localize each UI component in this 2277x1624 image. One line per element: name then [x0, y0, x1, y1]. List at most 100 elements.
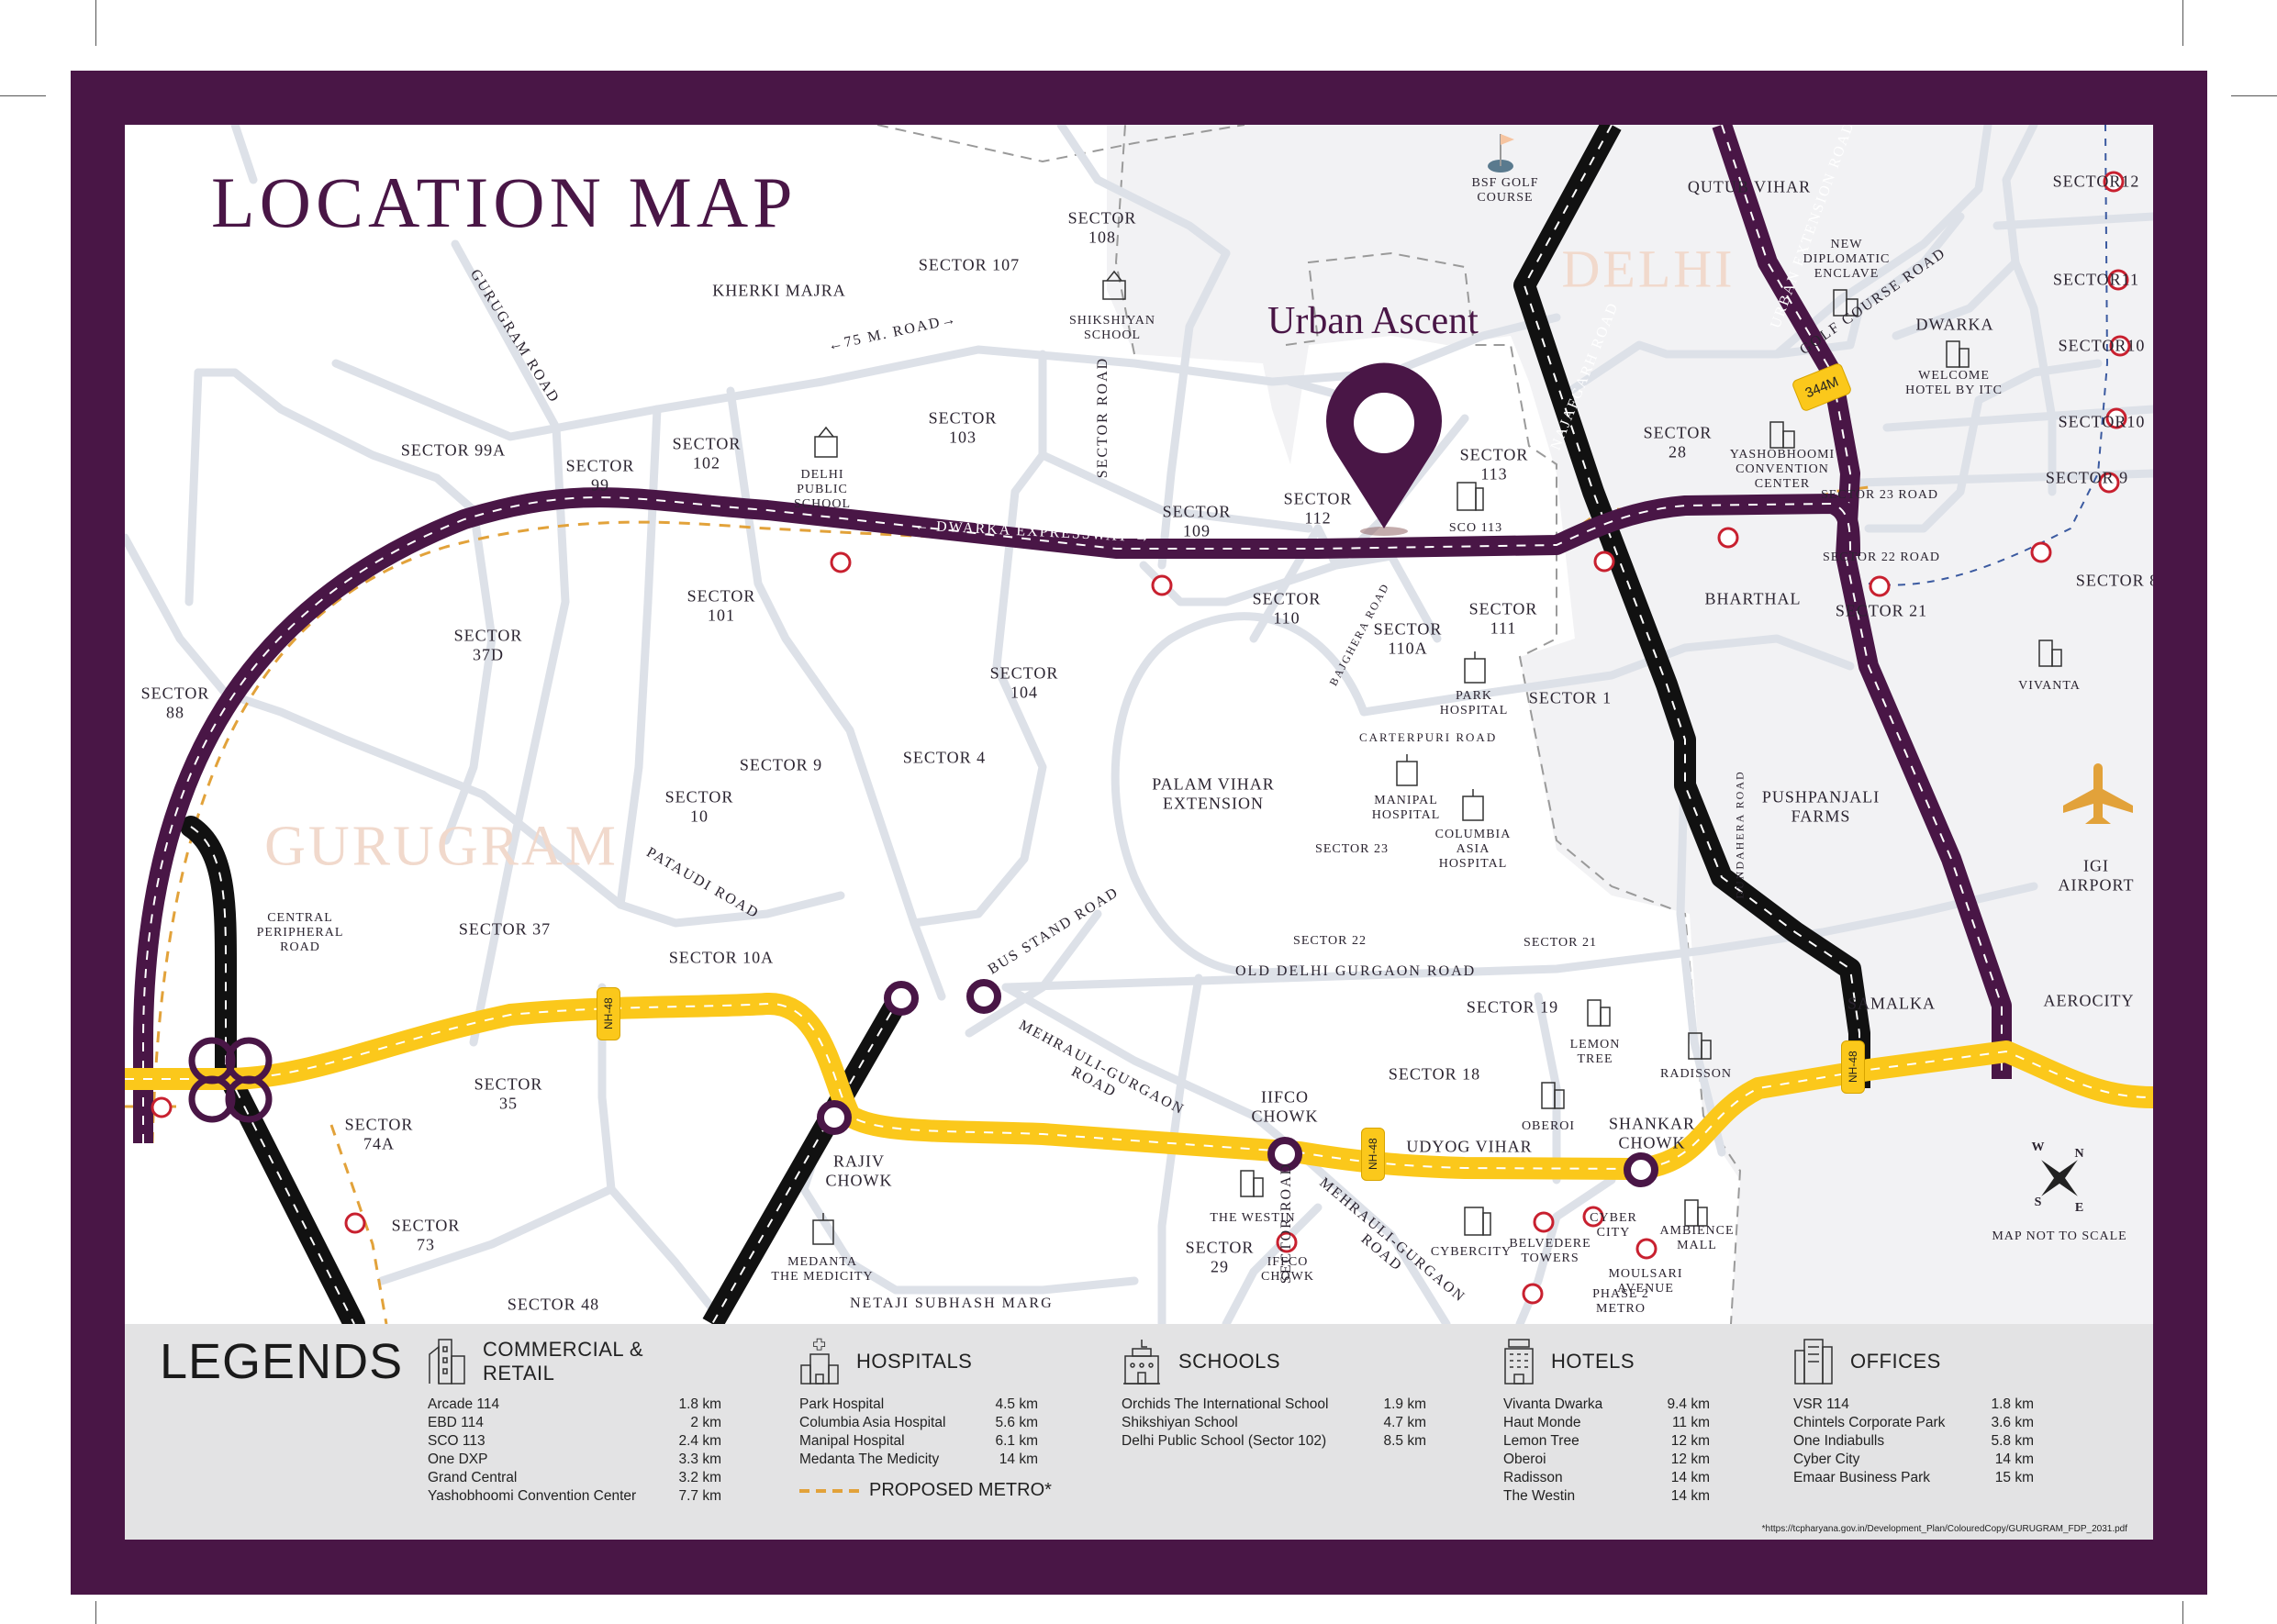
- road-label-old-delhi-gurgaon: OLD DELHI GURGAON ROAD: [1235, 963, 1477, 979]
- building-icons: [812, 270, 2062, 1245]
- legend-hospitals: HOSPITALS Park Hospital 4.5 km Columbia As…: [799, 1333, 1038, 1469]
- legend-item-distance: 14 km: [999, 1452, 1038, 1467]
- place-label: SECTOR12: [2052, 172, 2140, 191]
- commercial-building-icon: [429, 1339, 465, 1385]
- place-label: SECTOR 35: [474, 1074, 543, 1112]
- airport-metro-line: [1868, 125, 2109, 586]
- place-label: PALAM VIHAR EXTENSION: [1152, 774, 1275, 812]
- place-label: MEDANTA THE MEDICITY: [771, 1254, 874, 1284]
- place-label: MANIPAL HOSPITAL: [1371, 793, 1441, 822]
- place-label: SECTOR 28: [1643, 423, 1713, 461]
- place-label: SECTOR 99A: [400, 440, 507, 460]
- place-label: SECTOR 22: [1293, 933, 1367, 948]
- legend-item-name: The Westin: [1503, 1488, 1576, 1504]
- legend-hospitals-list: Park Hospital 4.5 km Columbia Asia Hospita…: [799, 1396, 1038, 1469]
- legend-item-name: Vivanta Dwarka: [1503, 1396, 1603, 1412]
- legend-offices-label: OFFICES: [1850, 1350, 1941, 1373]
- legend-item-name: Arcade 114: [428, 1396, 500, 1412]
- hotel-icon: [1504, 1339, 1534, 1385]
- legend-item-name: Shikshiyan School: [1122, 1415, 1238, 1430]
- compass-s: S: [2034, 1195, 2043, 1209]
- legend-item-distance: 2.4 km: [678, 1433, 721, 1449]
- legend-item-name: Emaar Business Park: [1793, 1470, 1931, 1485]
- legend-item-name: Park Hospital: [799, 1396, 885, 1412]
- legend-item-name: VSR 114: [1793, 1396, 1849, 1412]
- compass-icon: [2041, 1160, 2078, 1196]
- place-label: SECTOR 113: [1459, 445, 1529, 483]
- place-label: CENTRAL PERIPHERAL ROAD: [256, 910, 344, 955]
- legend-item-distance: 3.2 km: [678, 1470, 721, 1485]
- metro-station-icons: [151, 171, 2131, 1305]
- place-label: SECTOR11: [2052, 270, 2140, 289]
- legend-item: Manipal Hospital 6.1 km: [799, 1432, 1038, 1451]
- place-label: SECTOR 4: [902, 748, 987, 767]
- place-label: SECTOR 88: [140, 684, 210, 721]
- place-label: DWARKA: [1915, 315, 1994, 334]
- legend-item-distance: 6.1 km: [995, 1433, 1038, 1449]
- place-label: CYBERCITY: [1430, 1244, 1512, 1259]
- place-label: QUTUB VIHAR: [1687, 177, 1812, 196]
- place-label: CYBER CITY: [1590, 1210, 1637, 1240]
- proposed-metro-line: [151, 485, 1870, 1144]
- place-label: RAJIV CHOWK: [825, 1151, 893, 1189]
- school-icon: [1123, 1340, 1160, 1385]
- crop-mark: [95, 0, 96, 46]
- place-label: KHERKI MAJRA: [712, 281, 846, 300]
- compass-n: N: [2074, 1146, 2085, 1161]
- place-label: SECTOR 104: [989, 663, 1059, 701]
- legend-item: The Westin 14 km: [1503, 1487, 1710, 1506]
- place-label: SECTOR 112: [1283, 489, 1353, 527]
- place-label: SECTOR 107: [918, 255, 1021, 274]
- dashed-line-icon: [799, 1488, 864, 1493]
- source-footnote: *https://tcpharyana.gov.in/Development_P…: [1761, 1524, 2127, 1534]
- place-label: SECTOR 21: [1835, 601, 1928, 620]
- legend-hospitals-label: HOSPITALS: [856, 1350, 973, 1373]
- place-label: SECTOR10: [2058, 412, 2146, 431]
- place-label: SECTOR 18: [1388, 1064, 1481, 1084]
- place-label: IIFCO CHOWK: [1251, 1087, 1319, 1125]
- legend-item-name: SCO 113: [428, 1433, 486, 1449]
- legend-schools-label: SCHOOLS: [1178, 1350, 1281, 1373]
- place-label: BSF GOLF COURSE: [1471, 175, 1539, 205]
- place-label: SECTOR 48: [507, 1295, 600, 1314]
- place-label: OBEROI: [1521, 1118, 1576, 1133]
- route-badge-nh48: NH-48: [597, 987, 620, 1040]
- legend-hotels-label: HOTELS: [1551, 1350, 1635, 1373]
- legend-item-name: Chintels Corporate Park: [1793, 1415, 1946, 1430]
- legend-item-distance: 11 km: [1671, 1415, 1710, 1430]
- place-label: SECTOR 9: [2045, 468, 2129, 487]
- route-badge-nh48: NH-48: [1361, 1128, 1385, 1181]
- place-label: AEROCITY: [2043, 991, 2135, 1010]
- crop-mark: [2182, 1601, 2183, 1624]
- place-label: UDYOG VIHAR: [1406, 1137, 1533, 1156]
- crop-mark: [2182, 0, 2183, 46]
- hospital-icon: [800, 1338, 839, 1385]
- place-label: BHARTHAL: [1704, 589, 1802, 608]
- legend-item: Vivanta Dwarka 9.4 km: [1503, 1396, 1710, 1414]
- legend-item-name: Delhi Public School (Sector 102): [1122, 1433, 1327, 1449]
- place-label: YASHOBHOOMI CONVENTION CENTER: [1729, 447, 1836, 492]
- legend-item-name: Radisson: [1503, 1470, 1563, 1485]
- legend-item-name: Columbia Asia Hospital: [799, 1415, 946, 1430]
- place-label: SECTOR 101: [686, 586, 756, 624]
- legend-item-distance: 14 km: [1670, 1488, 1710, 1504]
- legend-item-name: Manipal Hospital: [799, 1433, 905, 1449]
- road-label-netaji: NETAJI SUBHASH MARG: [850, 1296, 1054, 1311]
- najafgarh-road: [1513, 125, 1870, 1088]
- legend-item-distance: 12 km: [1670, 1433, 1710, 1449]
- legend-item-distance: 9.4 km: [1667, 1396, 1710, 1412]
- place-label: SECTOR 10: [664, 787, 734, 825]
- legend-item-distance: 4.5 km: [995, 1396, 1038, 1412]
- place-label: PHASE 2 METRO: [1592, 1286, 1649, 1316]
- place-label: IGI AIRPORT: [2058, 856, 2135, 894]
